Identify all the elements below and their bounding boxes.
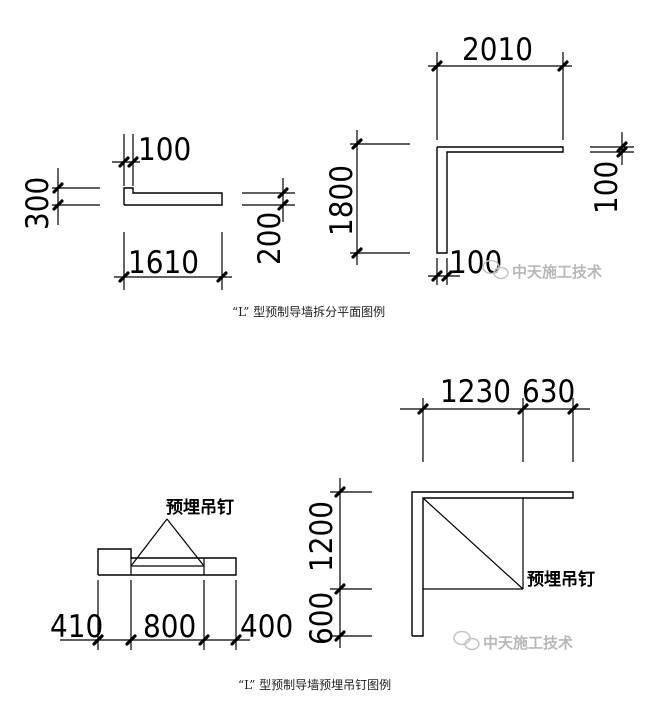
dim-l-top-label: 2010 <box>462 32 533 68</box>
dim-left-chain: 1200 600 <box>304 478 372 648</box>
dim-bottom-chain: 410 800 400 <box>50 580 293 650</box>
dim-small-left-label: 300 <box>20 177 56 230</box>
dim-bot-c-label: 400 <box>240 609 293 645</box>
dim-bot-a-label: 410 <box>50 609 103 645</box>
dim-l-left-label: 1800 <box>324 165 360 236</box>
small-wall-piece <box>123 187 223 206</box>
watermark-text: 中天施工技术 <box>512 263 602 281</box>
small-wall-section <box>97 518 237 576</box>
dim-l-right: 100 <box>589 132 634 214</box>
dim-left-upper-label: 1200 <box>304 501 340 572</box>
dim-small-length-label: 1610 <box>128 245 199 281</box>
dim-top-a-label: 1230 <box>440 374 511 410</box>
watermark-text: 中天施工技术 <box>483 634 573 652</box>
dim-l-left: 1800 <box>324 130 410 265</box>
embedded-lifting-nail-label-right: 预埋吊钉 <box>527 569 595 590</box>
wechat-icon <box>453 630 480 651</box>
dim-small-right: 200 <box>242 178 295 265</box>
watermark-top: 中天施工技术 <box>482 259 602 281</box>
dim-small-length: 1610 <box>114 232 232 290</box>
dim-top-chain: 1230 630 <box>400 374 590 462</box>
l-wall-nail-plan <box>411 491 574 637</box>
dim-l-top: 2010 <box>428 32 572 140</box>
l-wall-plan <box>436 146 564 254</box>
dim-l-bottom: 100 <box>428 245 502 285</box>
bottom-caption: “L” 型预制导墙预埋吊钉图例 <box>238 678 391 692</box>
dim-small-right-label: 200 <box>252 212 288 265</box>
dim-small-thickness-label: 100 <box>138 132 191 168</box>
dim-top-b-label: 630 <box>522 374 575 410</box>
dim-bot-b-label: 800 <box>143 609 196 645</box>
embedded-lifting-nail-label-left: 预埋吊钉 <box>166 497 234 518</box>
dim-left-lower-label: 600 <box>304 592 340 645</box>
top-caption: “L” 型预制导墙拆分平面图例 <box>232 304 385 319</box>
dim-small-thickness: 100 <box>112 132 191 186</box>
dim-small-left: 300 <box>20 168 100 230</box>
dim-l-right-label: 100 <box>589 161 625 214</box>
watermark-bottom: 中天施工技术 <box>453 630 573 652</box>
dim-l-bottom-label: 100 <box>449 245 502 281</box>
wechat-icon <box>482 259 509 280</box>
